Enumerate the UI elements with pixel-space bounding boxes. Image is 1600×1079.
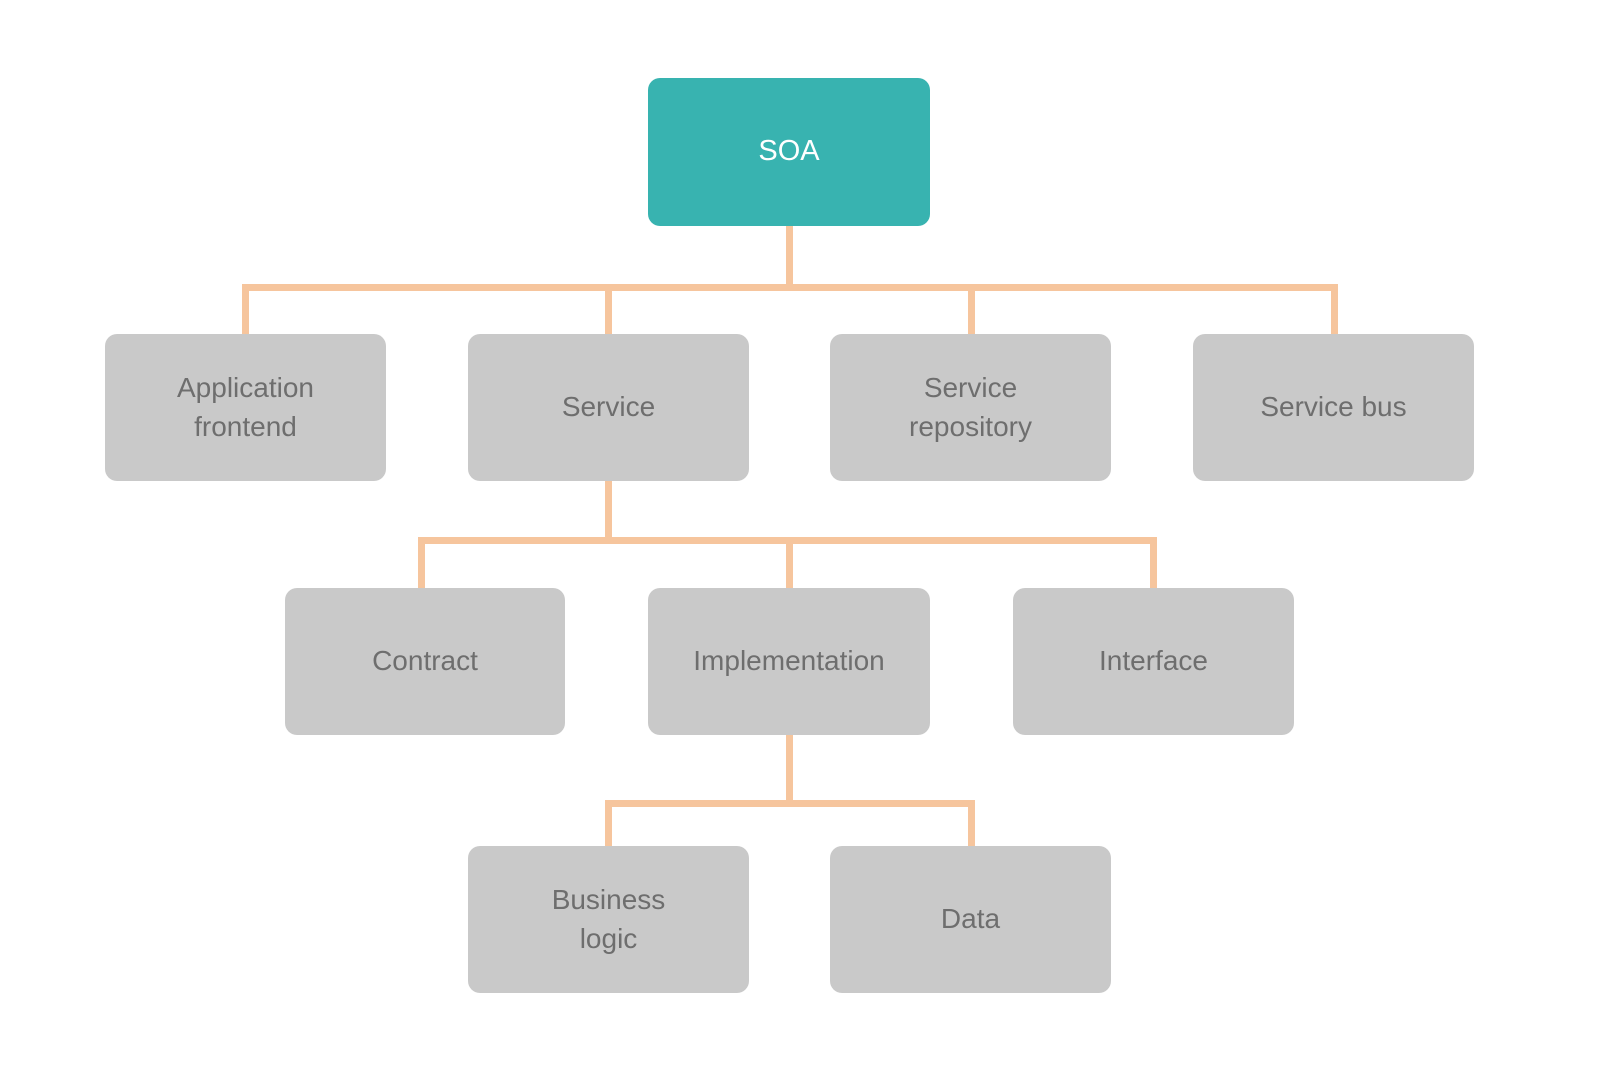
- connector-drop-implementation: [786, 537, 793, 588]
- connector-level2-bus: [242, 284, 1338, 291]
- node-application-frontend-label: Application frontend: [177, 372, 314, 442]
- node-application-frontend: Application frontend: [105, 334, 386, 481]
- node-service-bus-label: Service bus: [1260, 391, 1407, 423]
- connector-drop-business-logic: [605, 800, 612, 846]
- node-soa-label: SOA: [758, 135, 820, 168]
- node-contract-label: Contract: [372, 645, 478, 677]
- node-soa: SOA: [648, 78, 930, 226]
- connector-drop-application-frontend: [242, 284, 249, 334]
- connector-implementation-stem: [786, 735, 793, 807]
- node-service-repository-label: Service repository: [909, 372, 1032, 442]
- connector-drop-service-bus: [1331, 284, 1338, 334]
- connector-soa-stem: [786, 226, 793, 288]
- node-service-label: Service: [561, 391, 656, 423]
- connector-drop-data: [968, 800, 975, 846]
- node-service-bus: Service bus: [1193, 334, 1474, 481]
- connector-service-stem: [605, 480, 612, 544]
- node-data: Data: [830, 846, 1111, 993]
- node-service: Service: [468, 334, 749, 481]
- node-contract: Contract: [285, 588, 565, 735]
- node-business-logic-label: Business logic: [551, 884, 666, 954]
- node-implementation: Implementation: [648, 588, 930, 735]
- node-interface: Interface: [1013, 588, 1294, 735]
- node-interface-label: Interface: [1099, 645, 1208, 677]
- connector-level4-bus: [605, 800, 975, 807]
- connector-drop-service-repository: [968, 284, 975, 334]
- node-business-logic: Business logic: [468, 846, 749, 993]
- node-service-repository: Service repository: [830, 334, 1111, 481]
- node-data-label: Data: [940, 903, 1001, 935]
- connector-drop-service: [605, 284, 612, 334]
- node-implementation-label: Implementation: [693, 645, 885, 677]
- connector-drop-contract: [418, 537, 425, 588]
- connector-drop-interface: [1150, 537, 1157, 588]
